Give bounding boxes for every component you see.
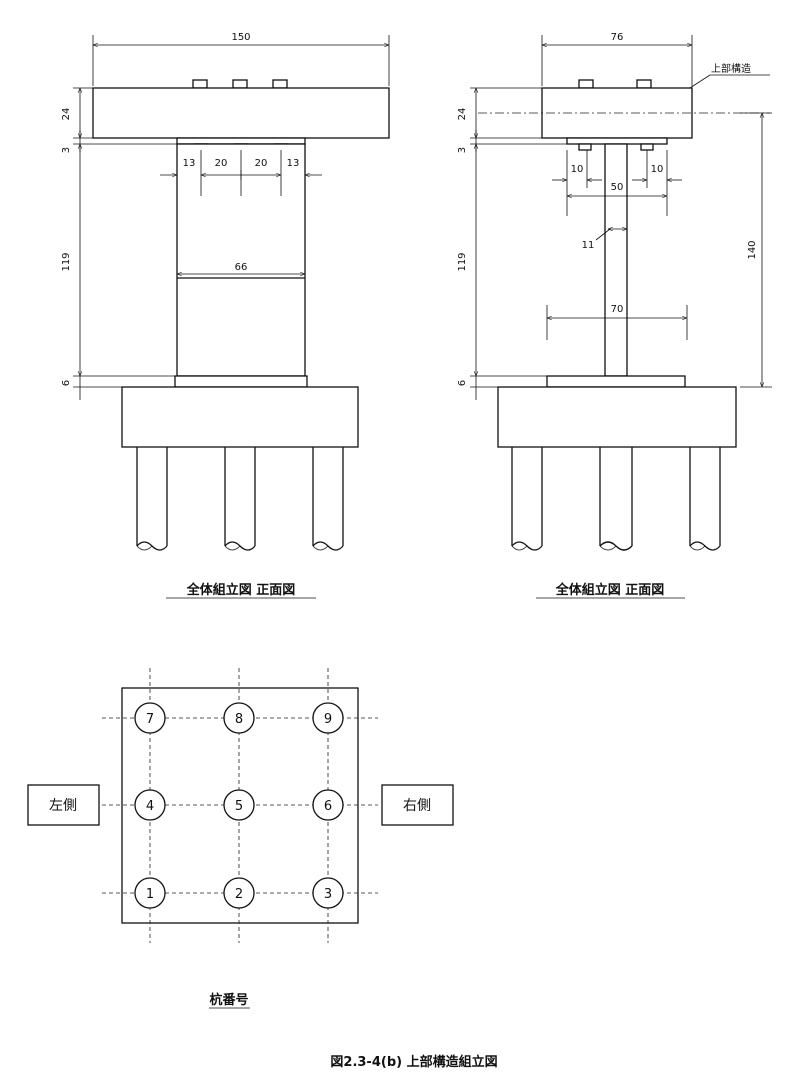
pile-plan-caption: 杭番号 — [209, 992, 248, 1008]
front-dim-edge-right: 13 — [287, 158, 300, 169]
side-top-bolts — [578, 79, 652, 89]
front-bearing-plate — [176, 137, 306, 145]
front-dim-column-height: 119 — [61, 252, 72, 271]
pile-2: 2 — [223, 877, 255, 909]
side-footing — [497, 386, 737, 448]
pile-4: 4 — [134, 789, 166, 821]
svg-text:5: 5 — [235, 799, 243, 814]
svg-text:9: 9 — [324, 712, 332, 727]
front-dim-width-top: 150 — [231, 32, 250, 43]
side-bearing-plate — [566, 137, 668, 145]
svg-text:2: 2 — [235, 887, 243, 902]
side-dim-base-gap: 6 — [457, 380, 468, 386]
right-side-label: 右側 — [403, 798, 431, 814]
pile-1: 1 — [134, 877, 166, 909]
side-dim-gap: 3 — [457, 147, 468, 153]
side-dim-flange-right: 10 — [651, 164, 664, 175]
front-dim-bolt-spacing-1: 20 — [215, 158, 228, 169]
svg-text:3: 3 — [324, 887, 332, 902]
side-view: 76 上部構造 24 3 11 — [457, 32, 772, 599]
pile-6: 6 — [312, 789, 344, 821]
left-side-label: 左側 — [49, 798, 77, 814]
front-dim-cap-height: 24 — [61, 108, 72, 121]
front-piles — [136, 447, 344, 551]
side-dim-total-height: 140 — [747, 240, 758, 259]
figure-caption: 図2.3-4(b) 上部構造組立図 — [330, 1054, 497, 1070]
side-piles — [511, 447, 721, 551]
front-dim-gap: 3 — [61, 147, 72, 153]
svg-text:1: 1 — [146, 887, 154, 902]
front-base-plate — [174, 375, 308, 388]
front-dim-bolt-spacing-2: 20 — [255, 158, 268, 169]
svg-text:4: 4 — [146, 799, 154, 814]
side-dim-flange-left: 10 — [571, 164, 584, 175]
pile-8: 8 — [223, 702, 255, 734]
svg-text:8: 8 — [235, 712, 243, 727]
svg-text:6: 6 — [324, 799, 332, 814]
pile-plan: 7 8 9 4 5 6 1 2 — [27, 668, 454, 1009]
pile-3: 3 — [312, 877, 344, 909]
side-label-superstructure: 上部構造 — [711, 62, 751, 75]
side-view-caption: 全体組立図 正面図 — [555, 582, 665, 598]
right-side-box — [381, 784, 454, 826]
side-column-web — [604, 143, 628, 377]
side-dim-base-width: 70 — [611, 304, 624, 315]
pile-5: 5 — [223, 789, 255, 821]
side-dim-flange-width: 50 — [611, 182, 624, 193]
pile-7: 7 — [134, 702, 166, 734]
front-dim-column-width: 66 — [235, 262, 248, 273]
front-top-bolts — [192, 79, 288, 89]
side-dim-width-top: 76 — [611, 32, 624, 43]
side-base-plate — [546, 375, 686, 388]
front-cap-beam — [92, 87, 390, 139]
front-view: 150 24 3 119 6 — [61, 32, 390, 599]
side-dim-cap-height: 24 — [457, 108, 468, 121]
front-dim-edge-left: 13 — [183, 158, 196, 169]
front-footing — [121, 386, 359, 448]
pile-9: 9 — [312, 702, 344, 734]
front-view-caption: 全体組立図 正面図 — [186, 582, 296, 598]
front-dim-base-gap: 6 — [61, 380, 72, 386]
left-side-box — [27, 784, 100, 826]
svg-text:7: 7 — [146, 712, 154, 727]
side-dim-web: 11 — [582, 240, 595, 251]
side-dim-column-height: 119 — [457, 252, 468, 271]
